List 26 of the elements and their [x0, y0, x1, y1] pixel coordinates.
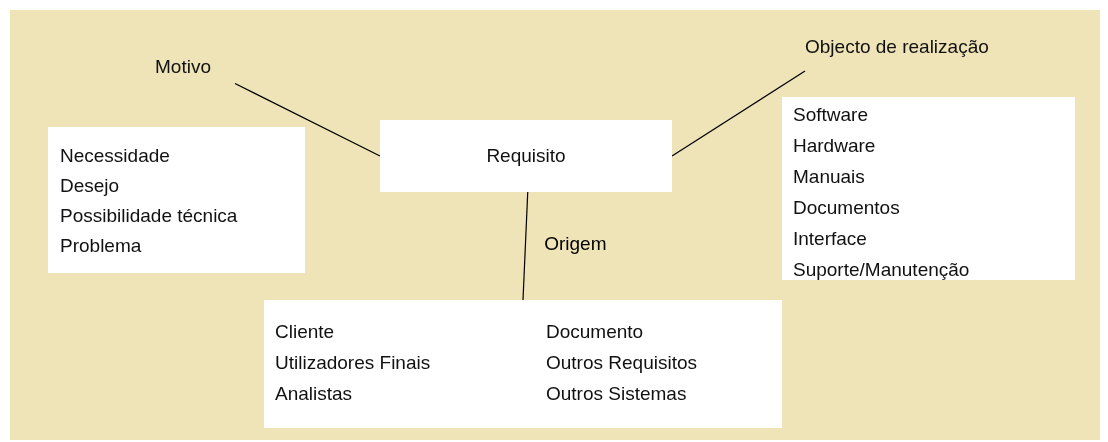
- list-item: Possibilidade técnica: [60, 204, 239, 228]
- text-box: [264, 300, 782, 428]
- list-item: Desejo: [60, 174, 121, 198]
- list-item: Necessidade: [60, 144, 171, 168]
- connector-line: [234, 82, 381, 157]
- list-item: Problema: [60, 234, 143, 258]
- list-item: Manuais: [793, 165, 866, 189]
- list-item: Outros Requisitos: [546, 351, 697, 375]
- list-item: Outros Sistemas: [546, 382, 688, 406]
- node-label: Objecto de realização: [805, 32, 1037, 62]
- text-box: [782, 97, 1075, 280]
- list-item: Documento: [546, 320, 645, 344]
- list-item: Software: [793, 103, 869, 127]
- list-item: Hardware: [793, 134, 877, 158]
- list-item: Suporte/Manutenção: [793, 258, 971, 282]
- text-box: [48, 127, 305, 273]
- node-label: Motivo: [155, 52, 235, 82]
- connector-line: [522, 191, 529, 301]
- list-item: Documentos: [793, 196, 901, 220]
- list-item: Cliente: [275, 320, 336, 344]
- box-label: Requisito: [486, 144, 566, 168]
- text-box: [380, 120, 672, 192]
- list-item: Utilizadores Finais: [275, 351, 432, 375]
- list-item: Analistas: [275, 382, 354, 406]
- connector-line: [671, 70, 806, 157]
- list-item: Interface: [793, 227, 868, 251]
